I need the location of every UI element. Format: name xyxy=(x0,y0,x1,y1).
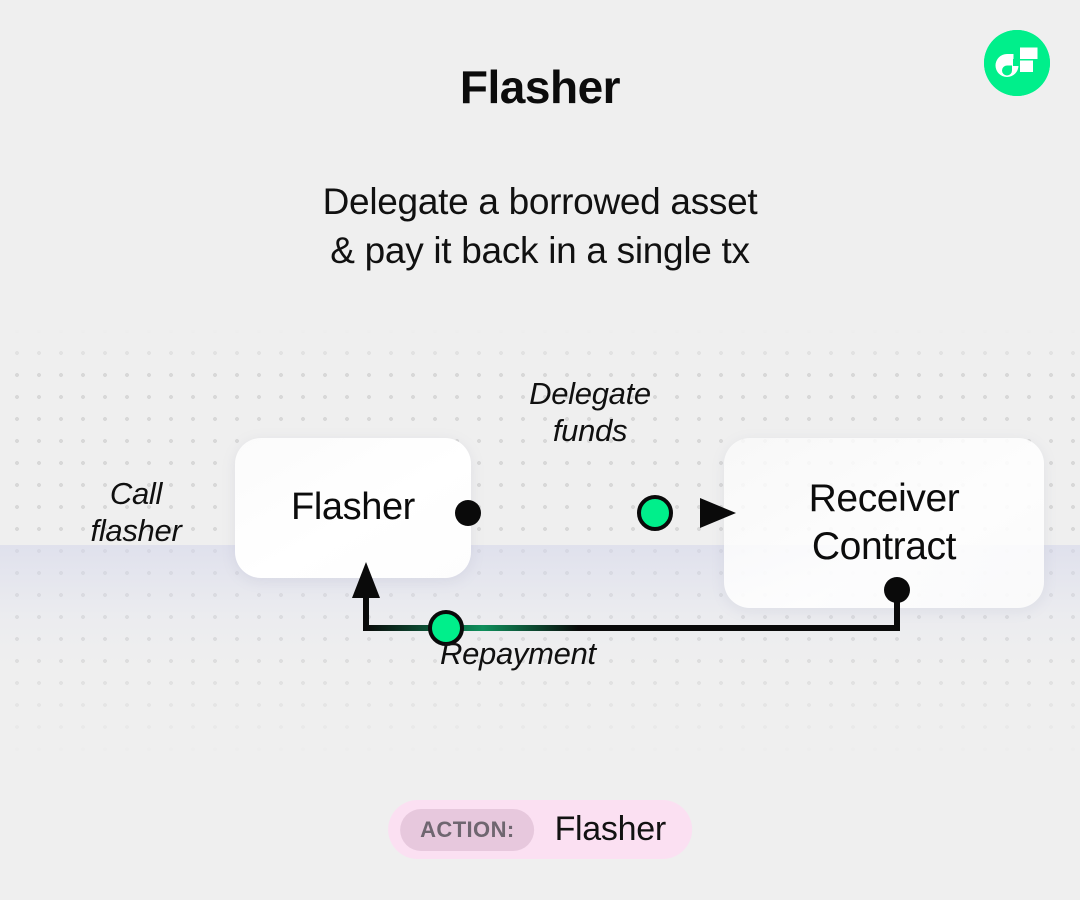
subtitle-line-1: Delegate a borrowed asset xyxy=(322,181,758,222)
flow-diagram: Call flasher Delegate funds Flasher Rece… xyxy=(0,330,1080,760)
connector-layer xyxy=(352,495,910,646)
node-flasher[interactable]: Flasher xyxy=(235,438,471,578)
node-receiver-contract-label-line-1: Receiver xyxy=(808,477,960,521)
node-receiver-contract-label: Receiver Contract xyxy=(809,475,960,570)
arrowhead-to-flasher xyxy=(352,562,380,598)
node-receiver-contract[interactable]: Receiver Contract xyxy=(724,438,1044,608)
edge-delegate-funds xyxy=(455,495,736,531)
edge-source-dot-flasher xyxy=(455,500,481,526)
edge-token-dot-repayment xyxy=(428,610,464,646)
action-badge-value: Flasher xyxy=(554,810,667,848)
caption-delegate-funds-line-2: funds xyxy=(552,413,628,449)
edge-token-dot-delegate xyxy=(637,495,673,531)
subtitle-line-2: & pay it back in a single tx xyxy=(330,229,750,271)
action-badge-key: ACTION: xyxy=(400,808,535,851)
caption-call-flasher-line-2: flasher xyxy=(90,513,182,549)
caption-delegate-funds-line-1: Delegate xyxy=(529,376,651,411)
caption-repayment: Repayment xyxy=(440,636,596,671)
edge-repayment xyxy=(352,562,910,646)
arrowhead-to-receiver xyxy=(700,498,736,528)
flow-logo-icon xyxy=(984,30,1050,96)
page-title: Flasher xyxy=(459,61,621,113)
node-flasher-label: Flasher xyxy=(291,486,415,529)
page-subtitle: Delegate a borrowed asset & pay it back … xyxy=(0,178,1080,276)
caption-delegate-funds: Delegate funds xyxy=(470,375,710,449)
node-receiver-contract-label-line-2: Contract xyxy=(811,525,957,568)
caption-call-flasher-line-1: Call xyxy=(109,476,163,511)
action-badge: ACTION: Flasher xyxy=(388,800,692,859)
caption-call-flasher: Call flasher xyxy=(40,475,232,549)
